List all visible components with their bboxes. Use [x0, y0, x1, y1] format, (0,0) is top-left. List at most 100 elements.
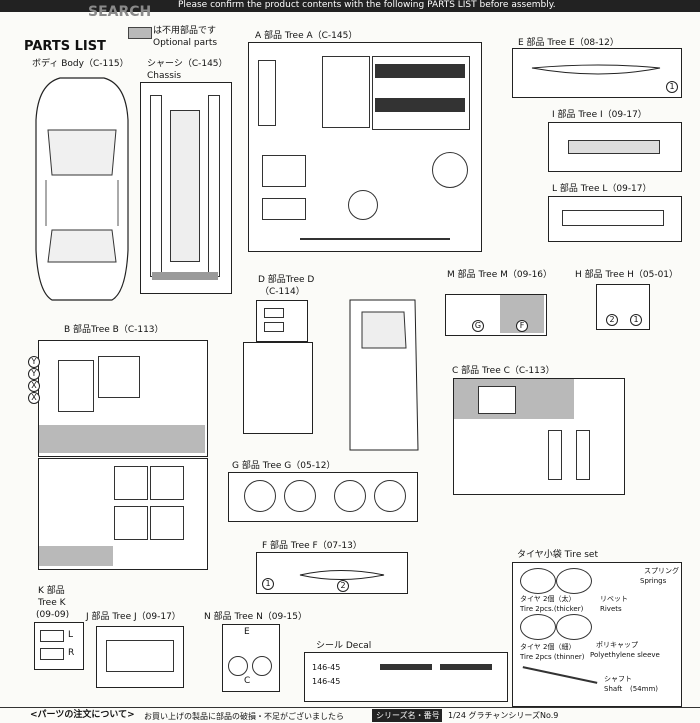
optional-swatch: [128, 27, 152, 39]
treeK-label1: K 部品: [38, 586, 65, 596]
footer-series-label: シリーズ名・番号: [376, 711, 440, 720]
chassis-label-en: Chassis: [147, 71, 182, 81]
treeB-label: B 部品Tree B（C-113）: [64, 325, 164, 335]
treeA-part-b: [322, 56, 370, 128]
treeF-num-2: 2: [337, 580, 349, 592]
treeF-num-1: 1: [262, 578, 274, 590]
treeN-lamp-2: [252, 656, 272, 676]
treeD-code: （C-114）: [260, 287, 305, 297]
treeB-seat-c: [114, 506, 148, 540]
treeM-mark-f: F: [516, 320, 528, 332]
tire-thin-en: Tire 2pcs (thinner): [520, 653, 585, 661]
page-title: PARTS LIST: [24, 39, 106, 54]
header-bar: [0, 0, 700, 12]
treeA-headlight-top: [375, 64, 465, 78]
treeF-label: F 部品 Tree F（07-13）: [262, 541, 362, 551]
treeB-part-b: [98, 356, 140, 398]
tire-thick-jp: タイヤ 2個（太）: [520, 595, 576, 603]
treeL-label: L 部品 Tree L（09-17）: [552, 184, 652, 194]
treeI-label: I 部品 Tree I（09-17）: [552, 110, 647, 120]
shaft-size: (54mm): [630, 685, 659, 693]
treeG-wheel-1: [244, 480, 276, 512]
footer-series-badge: [372, 709, 442, 722]
treeD-frame-top: [256, 300, 308, 342]
optional-label-jp: は不用部品です: [153, 26, 217, 36]
treeM-label: M 部品 Tree M（09-16）: [447, 270, 553, 280]
springs-en: Springs: [640, 577, 667, 585]
treeC-part-c: [576, 430, 590, 480]
optional-label-en: Optional parts: [153, 38, 218, 48]
treeB-seat-d: [150, 506, 184, 540]
treeG-wheel-4: [374, 480, 406, 512]
treeK-mark-l: L: [68, 630, 74, 640]
treeH-num-2: 2: [606, 314, 618, 326]
treeB-mark-x1: X: [28, 380, 40, 392]
treeG-wheel-2: [284, 480, 316, 512]
treeM-mark-g: G: [472, 320, 484, 332]
springs-jp: スプリング: [644, 567, 679, 575]
treeH-label: H 部品 Tree H（05-01）: [575, 270, 679, 280]
footer-divider: [0, 707, 700, 708]
treeC-part-a: [478, 386, 516, 414]
treeG-wheel-3: [334, 480, 366, 512]
decal-frame: [304, 652, 508, 702]
treeI-bar: [568, 140, 660, 154]
treeC-label: C 部品 Tree C（C-113）: [452, 366, 555, 376]
rivets-en: Rivets: [600, 605, 622, 613]
treeB-mark-x2: X: [28, 392, 40, 404]
treeK-label2: Tree K: [38, 598, 66, 608]
rivets-jp: リベット: [600, 595, 628, 603]
treeE-num: 1: [666, 81, 678, 93]
treeA-part-e: [262, 198, 306, 220]
treeD-part-b: [264, 322, 284, 332]
tire-thick-1: [520, 568, 556, 594]
poly-en: Polyethylene sleeve: [590, 651, 660, 659]
treeD-label: D 部品Tree D: [258, 275, 315, 285]
treeA-disc: [348, 190, 378, 220]
header-confirm-text: Please confirm the product contents with…: [178, 0, 556, 10]
treeA-rod: [300, 238, 450, 240]
treeB-part-a: [58, 360, 94, 412]
treeL-bar: [562, 210, 664, 226]
footer-order-title: <パーツの注文について>: [30, 710, 135, 720]
tire-thin-1: [520, 614, 556, 640]
tire-thick-en: Tire 2pcs.(thicker): [520, 605, 584, 613]
tire-thick-2: [556, 568, 592, 594]
treeN-lamp-1: [228, 656, 248, 676]
treeK-code: (09-09): [36, 610, 70, 620]
footer-order-text: お買い上げの製品に部品の破損・不足がございましたら: [144, 712, 344, 721]
treeB-optional-strip: [39, 425, 205, 453]
treeC-part-b: [548, 430, 562, 480]
treeB-mark-y2: Y: [28, 368, 40, 380]
decal-plate-2: 146-45: [312, 677, 341, 686]
chassis-bottom-bar: [152, 272, 218, 280]
treeB-seat-b: [150, 466, 184, 500]
treeK-part-l: [40, 630, 64, 642]
treeN-label: N 部品 Tree N（09-15）: [204, 612, 307, 622]
treeA-part-d: [262, 155, 306, 187]
decal-stripe-b: [440, 664, 492, 670]
treeJ-label: J 部品 Tree J（09-17）: [86, 612, 181, 622]
treeA-part-a: [258, 60, 276, 126]
treeH-num-1: 1: [630, 314, 642, 326]
tireset-label: タイヤ小袋 Tire set: [517, 550, 598, 560]
treeD-frame: [243, 342, 313, 434]
chassis-label-jp: シャーシ（C-145）: [147, 59, 228, 69]
treeA-wheel: [432, 152, 468, 188]
treeJ-part: [106, 640, 174, 672]
treeN-mark-c: C: [244, 676, 251, 686]
treeB-seat-a: [114, 466, 148, 500]
treeA-headlight-bottom: [375, 98, 465, 112]
poly-jp: ポリキャップ: [596, 641, 638, 649]
shaft-jp: シャフト: [604, 675, 632, 683]
treeG-label: G 部品 Tree G（05-12）: [232, 461, 336, 471]
treeB-mark-y1: Y: [28, 356, 40, 368]
footer-series-value: 1/24 グラチャンシリーズNo.9: [448, 711, 559, 720]
body-label: ボディ Body（C-115）: [32, 59, 129, 69]
shaft-en: Shaft: [604, 685, 623, 693]
tire-thin-2: [556, 614, 592, 640]
decal-stripe-a: [380, 664, 432, 670]
